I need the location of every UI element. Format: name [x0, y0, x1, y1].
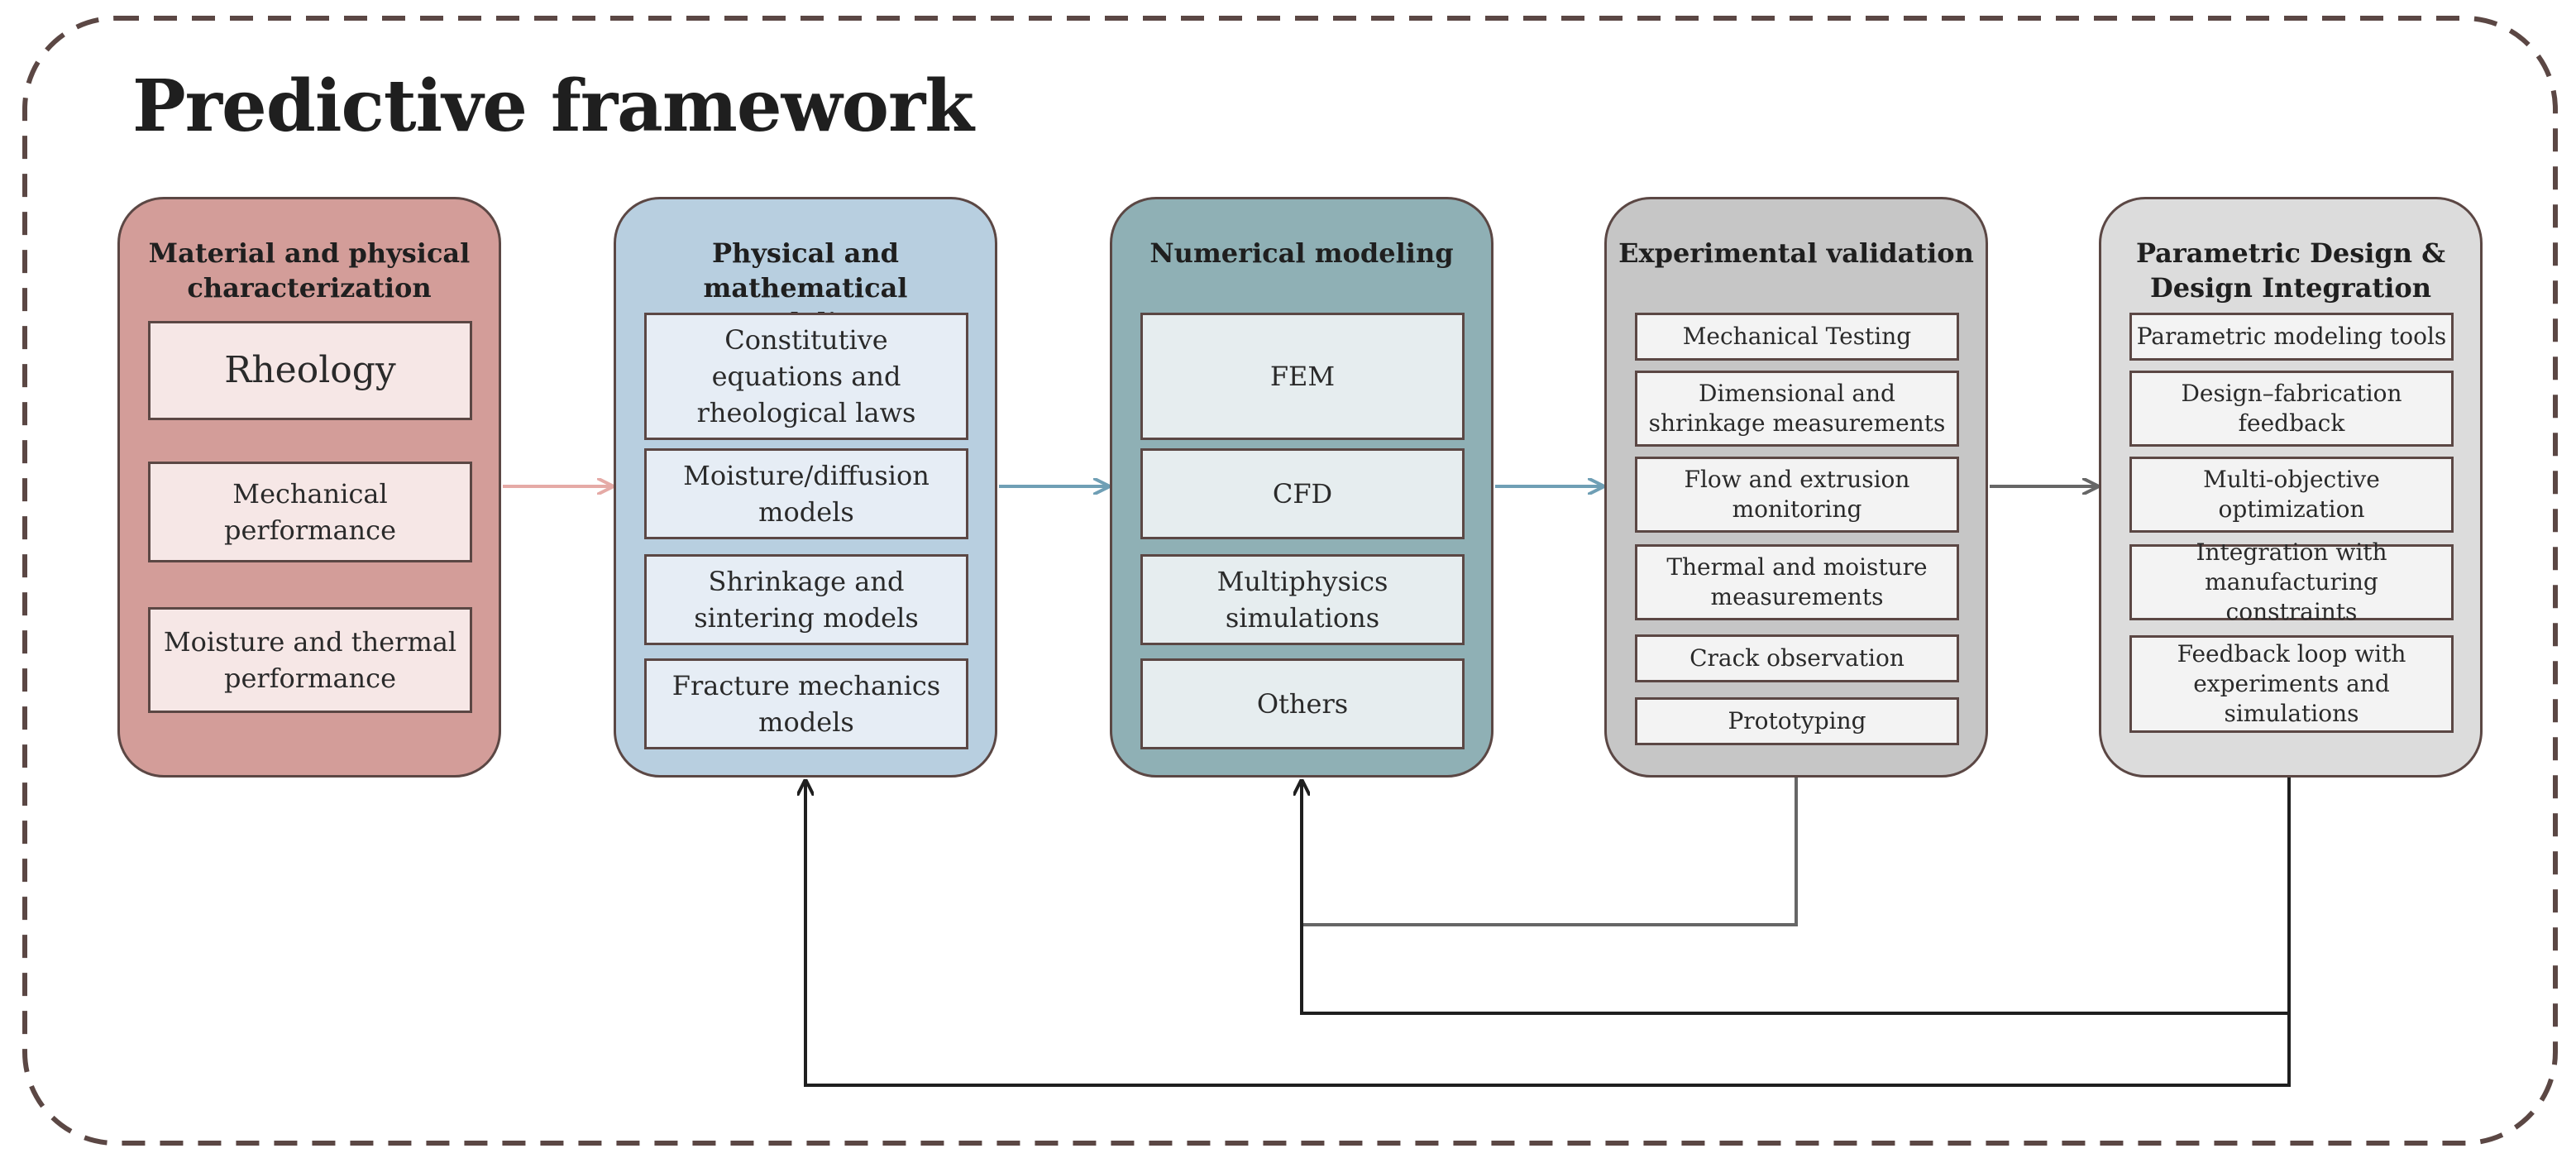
item-cfd: CFD — [1140, 448, 1465, 539]
item-fracture-mechanics-models: Fracture mechanics models — [644, 658, 968, 749]
column-header: Parametric Design & Design Integration — [2135, 237, 2446, 304]
item-moisture-thermal-performance: Moisture and thermal performance — [148, 607, 472, 713]
item-flow-extrusion-monitoring: Flow and extrusion monitoring — [1635, 457, 1959, 533]
item-rheology: Rheology — [148, 321, 472, 420]
column-header: Numerical modeling — [1149, 237, 1454, 269]
item-shrinkage-sintering-models: Shrinkage and sintering models — [644, 554, 968, 645]
column-experimental-validation: Experimental validation Mechanical Testi… — [1604, 197, 1988, 778]
item-crack-observation: Crack observation — [1635, 634, 1959, 682]
column-physical-mathematical-modeling: Physical and mathematical modeling Const… — [614, 197, 997, 778]
column-parametric-design: Parametric Design & Design Integration P… — [2099, 197, 2483, 778]
item-others: Others — [1140, 658, 1465, 749]
item-dimensional-shrinkage: Dimensional and shrinkage measurements — [1635, 371, 1959, 447]
column-material-characterization: Material and physical characterization R… — [117, 197, 501, 778]
page-title: Predictive framework — [132, 65, 974, 148]
item-prototyping: Prototyping — [1635, 697, 1959, 745]
column-numerical-modeling: Numerical modeling FEM CFD Multiphysics … — [1110, 197, 1494, 778]
column-header: Material and physical characterization — [148, 237, 471, 304]
item-thermal-moisture-measurements: Thermal and moisture measurements — [1635, 544, 1959, 620]
item-constitutive-equations: Constitutive equations and rheological l… — [644, 313, 968, 440]
item-multiphysics-simulations: Multiphysics simulations — [1140, 554, 1465, 645]
item-parametric-modeling-tools: Parametric modeling tools — [2129, 313, 2454, 361]
item-manufacturing-constraints: Integration with manufacturing constrain… — [2129, 538, 2454, 625]
item-design-fabrication-feedback: Design–fabrication feedback — [2129, 371, 2454, 447]
item-multi-objective-optimization: Multi-objective optimization — [2129, 457, 2454, 533]
item-mechanical-testing: Mechanical Testing — [1635, 313, 1959, 361]
item-feedback-loop: Feedback loop with experiments and simul… — [2129, 635, 2454, 733]
item-fem: FEM — [1140, 313, 1465, 440]
item-moisture-diffusion-models: Moisture/diffusion models — [644, 448, 968, 539]
item-mechanical-performance: Mechanical performance — [148, 462, 472, 562]
column-header: Experimental validation — [1618, 237, 1974, 269]
